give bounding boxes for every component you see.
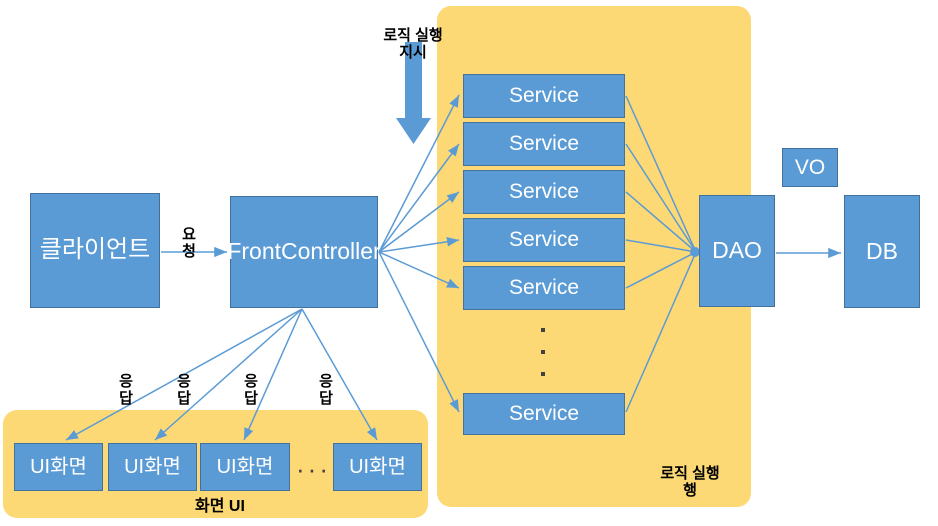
edge-label-response-1: 응 답 [119, 373, 133, 407]
node-client-label: 클라이언트 [39, 236, 151, 264]
node-service-5-label: Service [508, 276, 580, 300]
node-db[interactable]: DB [844, 195, 920, 308]
node-front-controller[interactable]: FrontController [227, 196, 381, 308]
node-db-label: DB [866, 237, 898, 264]
edge-label-response-3: 응 답 [244, 373, 258, 407]
services-vertical-ellipsis [540, 328, 546, 376]
edge-service-2-to-dao [625, 143, 697, 253]
edge-fc-to-ui-1 [65, 308, 303, 441]
node-service-1[interactable]: Service [463, 74, 625, 118]
node-service-4-label: Service [508, 228, 580, 252]
node-service-2[interactable]: Service [463, 122, 625, 166]
node-ui-screen-2[interactable]: UI화면 [108, 443, 197, 491]
node-service-2-label: Service [508, 132, 580, 156]
edge-fc-to-ui-2 [154, 308, 303, 441]
edge-fc-to-service-2 [378, 143, 460, 253]
logic-command-label: 로직 실행 지시 [383, 27, 443, 61]
edge-service-3-to-dao [625, 191, 697, 253]
node-service-3-label: Service [508, 180, 580, 204]
edge-service-4-to-dao [625, 239, 697, 253]
ui-screens-horizontal-ellipsis: ··· [296, 456, 331, 482]
node-ui-screen-4-label: UI화면 [349, 455, 406, 478]
edge-label-request: 요 청 [182, 226, 196, 260]
logic-panel-label: 로직 실행 행 [660, 465, 720, 499]
node-ui-screen-4[interactable]: UI화면 [333, 443, 422, 491]
node-ui-screen-3-label: UI화면 [216, 455, 274, 478]
edge-service-5-to-dao [625, 251, 697, 289]
node-ui-screen-1-label: UI화면 [30, 455, 87, 478]
edge-fc-to-service-4 [378, 237, 460, 253]
node-service-4[interactable]: Service [463, 218, 625, 262]
edge-fc-to-ui-4 [301, 308, 378, 441]
edge-label-response-2: 응 답 [177, 373, 191, 407]
node-dao[interactable]: DAO [699, 195, 775, 307]
ui-panel-label: 화면 UI [195, 498, 245, 515]
node-ui-screen-3[interactable]: UI화면 [200, 443, 290, 491]
edge-label-response-4: 응 답 [319, 373, 333, 407]
node-service-5[interactable]: Service [463, 266, 625, 310]
node-service-6-label: Service [508, 402, 580, 426]
edge-service-1-to-dao [625, 95, 697, 253]
edge-fc-to-service-5 [378, 251, 460, 289]
node-service-3[interactable]: Service [463, 170, 625, 214]
node-service-6[interactable]: Service [463, 393, 625, 435]
logic-command-arrow [396, 42, 431, 144]
edge-fc-to-service-1 [378, 94, 460, 253]
node-front-controller-label: FrontController [227, 238, 381, 265]
node-vo[interactable]: VO [782, 148, 838, 187]
edge-fc-to-service-3 [378, 191, 460, 253]
node-dao-label: DAO [712, 237, 762, 264]
edge-service-6-to-dao [625, 251, 697, 413]
edge-fc-to-service-6 [378, 251, 460, 413]
node-service-1-label: Service [508, 84, 580, 108]
node-vo-label: VO [794, 155, 826, 179]
node-client[interactable]: 클라이언트 [30, 193, 160, 308]
dao-junction-dot [690, 247, 700, 257]
node-ui-screen-2-label: UI화면 [124, 455, 181, 478]
edge-fc-to-ui-3 [243, 308, 303, 441]
ui-ellipsis-glyph: ··· [296, 454, 331, 484]
node-ui-screen-1[interactable]: UI화면 [14, 443, 103, 491]
